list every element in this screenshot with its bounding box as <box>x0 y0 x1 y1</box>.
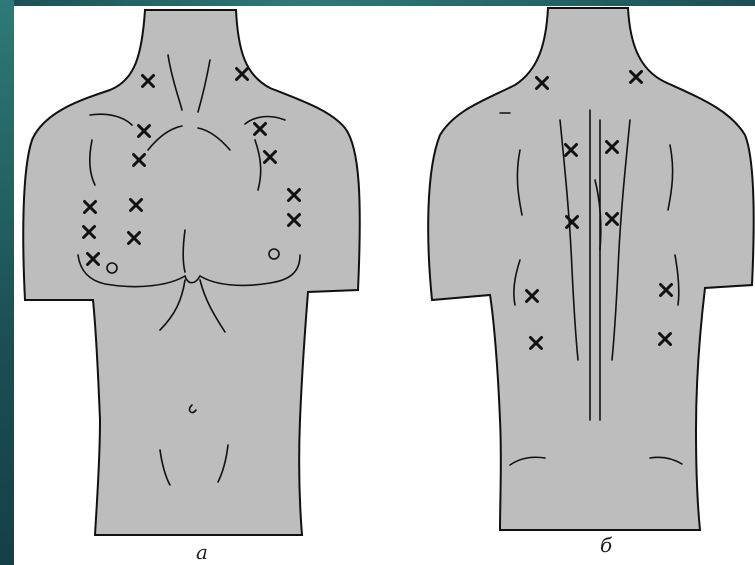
front-torso-figure <box>23 10 360 535</box>
caption-b: б <box>600 533 613 557</box>
back-torso-silhouette <box>428 8 754 530</box>
back-torso-figure <box>428 8 754 530</box>
caption-a: а <box>196 540 208 564</box>
front-torso-silhouette <box>23 10 360 535</box>
